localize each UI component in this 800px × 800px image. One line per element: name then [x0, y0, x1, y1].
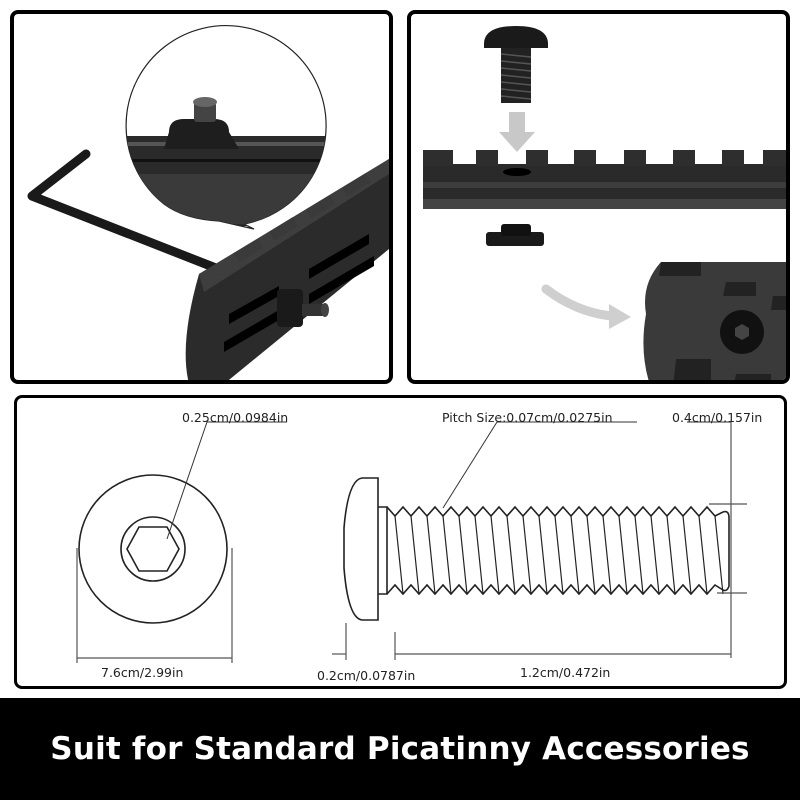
head-diameter-label: 7.6cm/2.99in: [101, 665, 184, 680]
screw-head-top-view-icon: [78, 474, 228, 624]
short-rail-section-icon: [643, 262, 786, 380]
technical-drawing: [76, 421, 747, 663]
rail-and-wrench-illustration: [27, 25, 389, 380]
thread-length-label: 1.2cm/0.472in: [520, 665, 611, 680]
hex-socket-size-label: 0.25cm/0.0984in: [182, 410, 289, 425]
head-height-label: 0.2cm/0.0787in: [317, 668, 416, 683]
install-photo-panel-right: [407, 10, 790, 384]
install-photo-panel-left: [10, 10, 393, 384]
pitch-size-label: Pitch Size:0.07cm/0.0275in: [442, 410, 613, 425]
down-arrow-icon: [499, 112, 535, 152]
hex-wrench-icon: [27, 149, 231, 277]
picatinny-rail-icon: [423, 150, 786, 209]
magnified-callout: [125, 25, 327, 230]
caption-text: Suit for Standard Picatinny Accessories: [50, 731, 750, 767]
button-head-screw-icon: [484, 26, 548, 103]
screw-dimension-diagram: 0.25cm/0.0984in 7.6cm/2.99in Pitch Size:…: [14, 395, 787, 689]
screw-insertion-illustration: [423, 26, 786, 380]
curved-arrow-icon: [541, 284, 631, 329]
t-nut-icon: [486, 224, 544, 246]
mlok-rail-section-icon: [185, 159, 389, 380]
caption-banner: Suit for Standard Picatinny Accessories: [0, 698, 800, 800]
screw-side-view-icon: [343, 477, 730, 621]
thread-diameter-label: 0.4cm/0.157in: [672, 410, 763, 425]
